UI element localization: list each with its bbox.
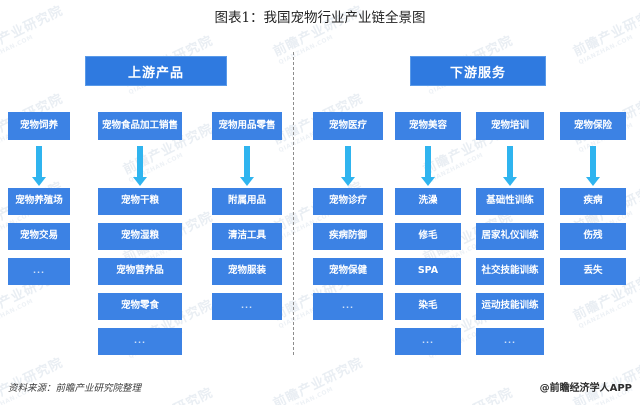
- item-box-downstream-1-3[interactable]: 染毛: [395, 293, 461, 320]
- arrow-head: [133, 177, 147, 186]
- item-box-downstream-1-1[interactable]: 修毛: [395, 223, 461, 250]
- category-box-downstream-2[interactable]: 宠物培训: [476, 112, 544, 140]
- item-box-downstream-1-0[interactable]: 洗澡: [395, 188, 461, 215]
- item-box-upstream-1-3[interactable]: 宠物零食: [98, 293, 182, 320]
- category-box-downstream-3[interactable]: 宠物保险: [560, 112, 626, 140]
- item-box-upstream-2-0[interactable]: 附属用品: [212, 188, 282, 215]
- flow-arrow-downstream-0: [313, 146, 383, 186]
- item-box-ellipsis-upstream-0-2[interactable]: ...: [8, 258, 70, 285]
- arrow-shaft: [36, 146, 42, 177]
- item-box-upstream-2-1[interactable]: 清洁工具: [212, 223, 282, 250]
- item-box-upstream-0-0[interactable]: 宠物养殖场: [8, 188, 70, 215]
- arrow-shaft: [425, 146, 431, 177]
- item-box-downstream-0-2[interactable]: 宠物保健: [313, 258, 383, 285]
- item-box-downstream-3-2[interactable]: 丢失: [560, 258, 626, 285]
- category-box-upstream-1[interactable]: 宠物食品加工销售: [98, 112, 182, 140]
- flow-arrow-upstream-0: [8, 146, 70, 186]
- item-box-downstream-2-1[interactable]: 居家礼仪训练: [476, 223, 544, 250]
- item-box-downstream-2-3[interactable]: 运动技能训练: [476, 293, 544, 320]
- item-box-downstream-2-2[interactable]: 社交技能训练: [476, 258, 544, 285]
- arrow-head: [341, 177, 355, 186]
- item-box-upstream-1-1[interactable]: 宠物湿粮: [98, 223, 182, 250]
- source-note: 资料来源：前瞻产业研究院整理: [8, 383, 142, 394]
- arrow-head: [503, 177, 517, 186]
- category-box-upstream-0[interactable]: 宠物饲养: [8, 112, 70, 140]
- category-box-upstream-2[interactable]: 宠物用品零售: [212, 112, 282, 140]
- arrow-shaft: [244, 146, 250, 177]
- flow-arrow-upstream-1: [98, 146, 182, 186]
- arrow-shaft: [507, 146, 513, 177]
- item-box-downstream-2-0[interactable]: 基础性训练: [476, 188, 544, 215]
- section-header-downstream: 下游服务: [410, 56, 546, 86]
- item-box-upstream-2-2[interactable]: 宠物服装: [212, 258, 282, 285]
- arrow-shaft: [345, 146, 351, 177]
- flow-arrow-downstream-2: [476, 146, 544, 186]
- flow-arrow-downstream-3: [560, 146, 626, 186]
- item-box-ellipsis-upstream-2-3[interactable]: ...: [212, 293, 282, 320]
- item-box-ellipsis-upstream-1-4[interactable]: ...: [98, 328, 182, 355]
- arrow-head: [421, 177, 435, 186]
- arrow-head: [32, 177, 46, 186]
- category-box-downstream-1[interactable]: 宠物美容: [395, 112, 461, 140]
- item-box-upstream-0-1[interactable]: 宠物交易: [8, 223, 70, 250]
- item-box-downstream-1-2[interactable]: SPA: [395, 258, 461, 285]
- item-box-upstream-1-0[interactable]: 宠物干粮: [98, 188, 182, 215]
- item-box-ellipsis-downstream-2-4[interactable]: ...: [476, 328, 544, 355]
- arrow-shaft: [590, 146, 596, 177]
- flow-arrow-upstream-2: [212, 146, 282, 186]
- flow-arrow-downstream-1: [395, 146, 461, 186]
- section-divider: [293, 52, 294, 355]
- section-header-upstream: 上游产品: [85, 56, 227, 86]
- item-box-downstream-0-0[interactable]: 宠物诊疗: [313, 188, 383, 215]
- arrow-head: [240, 177, 254, 186]
- item-box-ellipsis-downstream-0-3[interactable]: ...: [313, 293, 383, 320]
- item-box-downstream-3-1[interactable]: 伤残: [560, 223, 626, 250]
- app-credit: @前瞻经济学人APP: [539, 383, 632, 394]
- item-box-downstream-0-1[interactable]: 疾病防御: [313, 223, 383, 250]
- category-box-downstream-0[interactable]: 宠物医疗: [313, 112, 383, 140]
- item-box-downstream-3-0[interactable]: 疾病: [560, 188, 626, 215]
- item-box-ellipsis-downstream-1-4[interactable]: ...: [395, 328, 461, 355]
- arrow-head: [586, 177, 600, 186]
- arrow-shaft: [137, 146, 143, 177]
- page-title: 图表1：我国宠物行业产业链全景图: [214, 10, 426, 26]
- item-box-upstream-1-2[interactable]: 宠物营养品: [98, 258, 182, 285]
